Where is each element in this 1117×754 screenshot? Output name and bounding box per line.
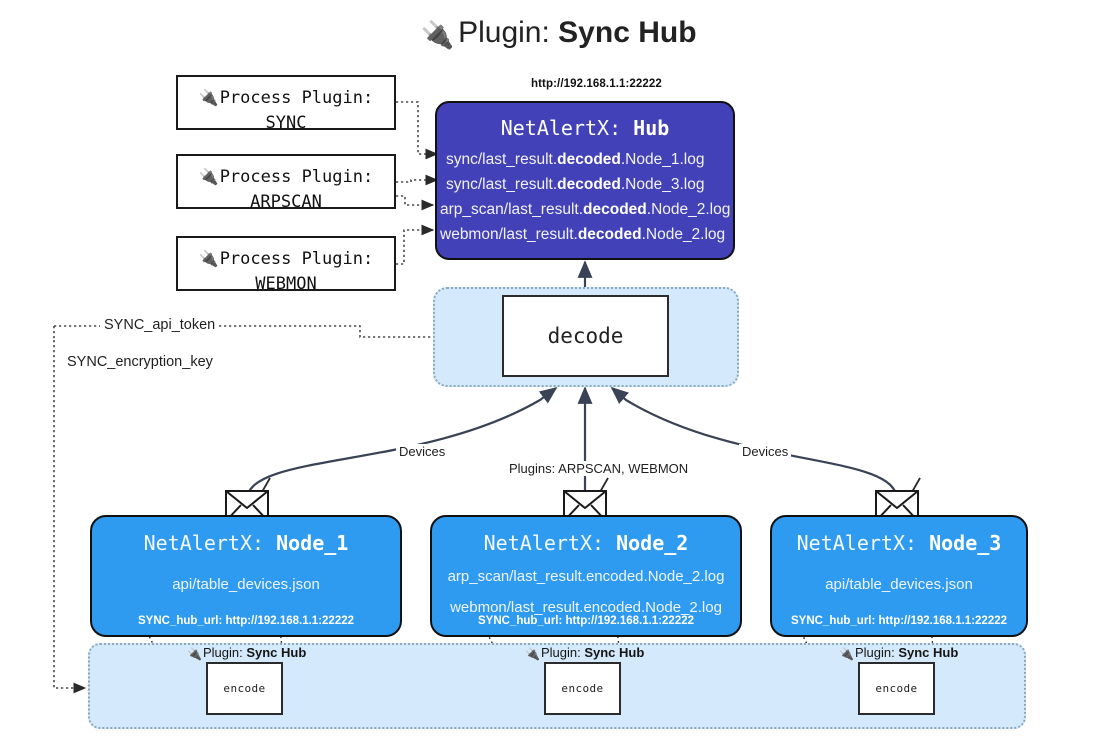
process-plugin-arpscan[interactable]: 🔌Process Plugin: ARPSCAN	[176, 154, 396, 212]
edge-label-plugins-center: Plugins: ARPSCAN, WEBMON	[506, 461, 692, 476]
hub-log-line: sync/last_result.decoded.Node_1.log	[446, 147, 733, 172]
log-post: .Node_2.log	[641, 226, 726, 243]
edge-label-devices-left: Devices	[396, 444, 449, 459]
node-node-1[interactable]: NetAlertX: Node_1 api/table_devices.json…	[90, 515, 402, 637]
node-title-prefix: NetAlertX:	[483, 531, 617, 555]
node-line: api/table_devices.json	[172, 576, 320, 593]
node-line: webmon/last_result.encoded.Node_2.log	[450, 599, 722, 616]
node-line-list: api/table_devices.json	[772, 569, 1026, 600]
plugin-tag-sync-hub: 🔌Plugin: Sync Hub	[525, 645, 644, 661]
encode-label: encode	[223, 682, 266, 695]
plug-icon: 🔌	[198, 249, 219, 268]
process-plugin-sync[interactable]: 🔌Process Plugin: SYNC	[176, 75, 396, 133]
process-plugin-label: Process Plugin:	[219, 167, 374, 187]
log-pre: arp_scan/last_result.	[440, 201, 584, 218]
log-emphasis: decoded	[583, 201, 647, 218]
plug-icon: 🔌	[198, 167, 219, 186]
node-node-3[interactable]: NetAlertX: Node_3 api/table_devices.json…	[770, 515, 1028, 637]
plug-icon: 🔌	[525, 647, 540, 661]
log-emphasis: decoded	[557, 176, 621, 193]
process-plugin-label: Process Plugin:	[219, 88, 374, 108]
node-title: NetAlertX: Node_1	[92, 531, 400, 555]
encode-label: encode	[561, 682, 604, 695]
node-hub[interactable]: NetAlertX: Hub sync/last_result.decoded.…	[435, 101, 735, 260]
hub-title: NetAlertX: Hub	[437, 116, 733, 140]
plugin-tag-sync-hub: 🔌Plugin: Sync Hub	[839, 645, 958, 661]
log-pre: sync/last_result.	[446, 176, 558, 193]
hub-title-name: Hub	[633, 116, 670, 140]
plugin-tag-prefix: Plugin:	[540, 645, 585, 660]
log-emphasis: decoded	[577, 226, 642, 243]
process-plugin-name: WEBMON	[255, 274, 317, 294]
plug-icon: 🔌	[187, 647, 202, 661]
node-footer: SYNC_hub_url: http://192.168.1.1:22222	[477, 615, 695, 627]
plugin-tag-name: Sync Hub	[584, 645, 645, 660]
token-label-encryption: SYNC_encryption_key	[63, 354, 217, 370]
log-post: .Node_1.log	[620, 151, 705, 168]
hub-url-label: http://192.168.1.1:22222	[531, 78, 662, 90]
process-plugin-label: Process Plugin:	[219, 249, 374, 269]
node-node-2[interactable]: NetAlertX: Node_2 arp_scan/last_result.e…	[430, 515, 742, 637]
process-plugin-name: SYNC	[265, 113, 307, 133]
plug-icon: 🔌	[420, 20, 455, 50]
log-post: .Node_2.log	[646, 201, 731, 218]
node-title-prefix: NetAlertX:	[143, 531, 277, 555]
page-title-name: Sync Hub	[558, 16, 697, 49]
node-title: NetAlertX: Node_3	[772, 531, 1026, 555]
plug-icon: 🔌	[198, 88, 219, 107]
hub-log-line: webmon/last_result.decoded.Node_2.log	[440, 222, 733, 247]
log-emphasis: decoded	[557, 151, 621, 168]
encode-label: encode	[875, 682, 918, 695]
plugin-tag-name: Sync Hub	[898, 645, 959, 660]
decode-label: decode	[547, 324, 624, 348]
plugin-tag-prefix: Plugin:	[202, 645, 247, 660]
token-label-api: SYNC_api_token	[100, 317, 220, 333]
hub-log-list: sync/last_result.decoded.Node_1.log sync…	[437, 147, 733, 247]
encode-box-2[interactable]: encode	[544, 662, 621, 715]
process-plugin-name: ARPSCAN	[250, 192, 322, 212]
node-title-prefix: NetAlertX:	[796, 531, 930, 555]
node-line: api/table_devices.json	[825, 576, 973, 593]
node-footer: SYNC_hub_url: http://192.168.1.1:22222	[137, 615, 355, 627]
node-line-list: arp_scan/last_result.encoded.Node_2.log …	[432, 561, 740, 623]
plug-icon: 🔌	[839, 647, 854, 661]
node-title-name: Node_3	[929, 531, 1002, 555]
decode-box[interactable]: decode	[502, 295, 669, 377]
plugin-tag-prefix: Plugin:	[854, 645, 899, 660]
log-post: .Node_3.log	[620, 176, 705, 193]
plugin-tag-name: Sync Hub	[246, 645, 307, 660]
encode-box-1[interactable]: encode	[206, 662, 283, 715]
node-title: NetAlertX: Node_2	[432, 531, 740, 555]
page-title: 🔌Plugin: Sync Hub	[0, 16, 1117, 51]
node-title-name: Node_1	[276, 531, 349, 555]
node-footer: SYNC_hub_url: http://192.168.1.1:22222	[790, 615, 1008, 627]
plugin-tag-sync-hub: 🔌Plugin: Sync Hub	[187, 645, 306, 661]
node-line-list: api/table_devices.json	[92, 569, 400, 600]
hub-log-line: arp_scan/last_result.decoded.Node_2.log	[440, 197, 733, 222]
log-pre: sync/last_result.	[446, 151, 558, 168]
process-plugin-webmon[interactable]: 🔌Process Plugin: WEBMON	[176, 236, 396, 294]
node-title-name: Node_2	[616, 531, 689, 555]
encode-box-3[interactable]: encode	[858, 662, 935, 715]
edge-label-devices-right: Devices	[739, 444, 792, 459]
node-line: arp_scan/last_result.encoded.Node_2.log	[447, 568, 725, 585]
page-title-prefix: Plugin:	[458, 16, 559, 49]
log-pre: webmon/last_result.	[440, 226, 578, 243]
hub-log-line: sync/last_result.decoded.Node_3.log	[446, 172, 733, 197]
hub-title-prefix: NetAlertX:	[500, 116, 634, 140]
